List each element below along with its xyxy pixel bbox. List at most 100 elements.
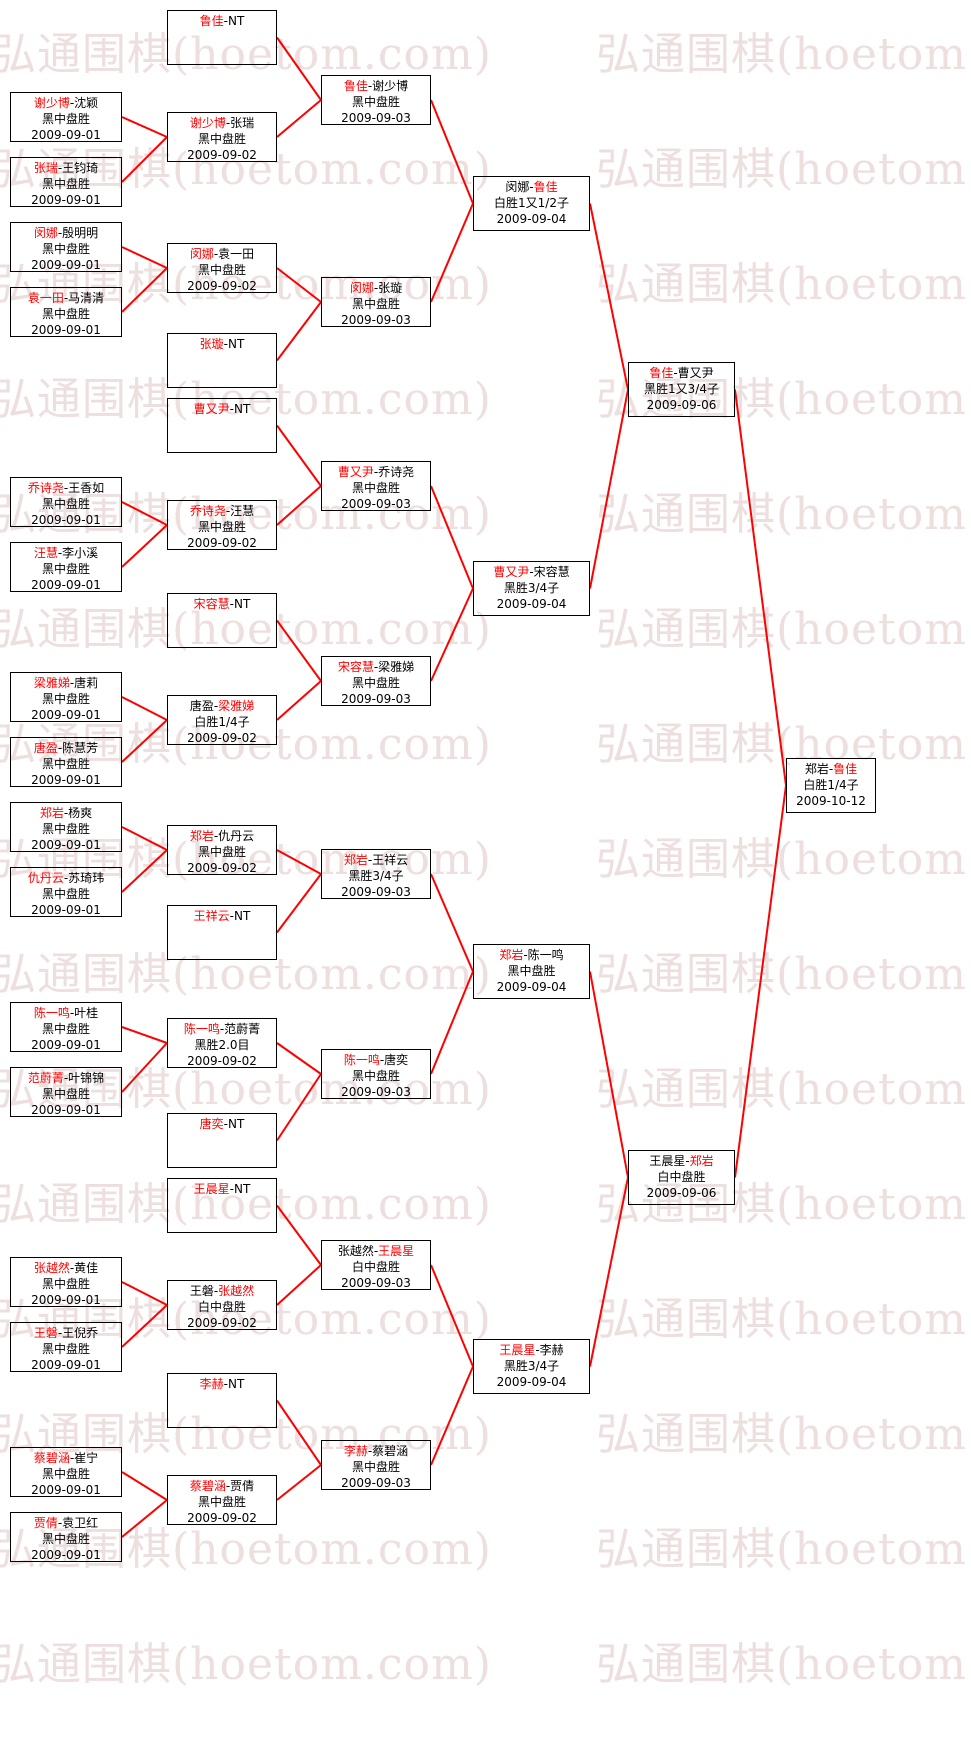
player2-name[interactable]: 陈慧芳 xyxy=(62,741,99,755)
bye-box[interactable]: 张璇-NT xyxy=(167,333,277,388)
player2-name[interactable]: 张越然 xyxy=(218,1284,255,1298)
bye-box[interactable]: 王晨星-NT xyxy=(167,1178,277,1233)
player1-name[interactable]: 李赫 xyxy=(199,1377,224,1391)
player1-name[interactable]: 王晨星 xyxy=(193,1182,230,1196)
player1-name[interactable]: 蔡碧涵 xyxy=(189,1479,226,1493)
player1-name[interactable]: 张璇 xyxy=(199,337,224,351)
player2-name[interactable]: 乔诗尧 xyxy=(378,465,415,479)
bye-box[interactable]: 鲁佳-NT xyxy=(167,10,277,65)
player2-name[interactable]: 袁卫红 xyxy=(62,1516,99,1530)
player2-name[interactable]: 仇丹云 xyxy=(218,829,255,843)
player1-name[interactable]: 王磐 xyxy=(33,1326,58,1340)
player1-name[interactable]: 唐盈 xyxy=(189,699,214,713)
player1-name[interactable]: 郑岩 xyxy=(189,829,214,843)
player2-name[interactable]: 唐奕 xyxy=(384,1053,409,1067)
player1-name[interactable]: 郑岩 xyxy=(499,948,524,962)
player2-name[interactable]: 宋容慧 xyxy=(533,565,570,579)
player2-name[interactable]: 沈颖 xyxy=(74,96,99,110)
player1-name[interactable]: 梁雅娣 xyxy=(33,676,70,690)
player2-name[interactable]: 张瑞 xyxy=(230,116,255,130)
player2-name[interactable]: 陈一鸣 xyxy=(527,948,564,962)
player2-name[interactable]: 梁雅娣 xyxy=(378,660,415,674)
player2-name[interactable]: 王祥云 xyxy=(372,853,409,867)
player2-name[interactable]: 袁一田 xyxy=(218,247,255,261)
player2-name[interactable]: 崔宁 xyxy=(74,1451,99,1465)
player1-name[interactable]: 鲁佳 xyxy=(199,14,224,28)
player1-name[interactable]: 唐奕 xyxy=(199,1117,224,1131)
player1-name[interactable]: 闵娜 xyxy=(349,281,374,295)
player1-name[interactable]: 王晨星 xyxy=(499,1343,536,1357)
player2-name[interactable]: 叶桂 xyxy=(74,1006,99,1020)
player1-name[interactable]: 张越然 xyxy=(337,1244,374,1258)
player1-name[interactable]: 宋容慧 xyxy=(337,660,374,674)
player1-name[interactable]: 陈一鸣 xyxy=(343,1053,380,1067)
player1-name[interactable]: 鲁佳 xyxy=(343,79,368,93)
player1-name[interactable]: 陈一鸣 xyxy=(183,1022,220,1036)
player2-name[interactable]: 唐莉 xyxy=(74,676,99,690)
player1-name[interactable]: 鲁佳 xyxy=(649,366,674,380)
player2-name[interactable]: 张璇 xyxy=(378,281,403,295)
player2-name[interactable]: 范蔚菁 xyxy=(224,1022,261,1036)
player2-name[interactable]: 殷明明 xyxy=(62,226,99,240)
bye-box[interactable]: 宋容慧-NT xyxy=(167,593,277,648)
player1-name[interactable]: 郑岩 xyxy=(343,853,368,867)
player1-name[interactable]: 王磐 xyxy=(189,1284,214,1298)
player2-name[interactable]: 曹又尹 xyxy=(677,366,714,380)
player2-name[interactable]: 王香如 xyxy=(68,481,105,495)
player1-name[interactable]: 王晨星 xyxy=(649,1154,686,1168)
player2-name[interactable]: 黄佳 xyxy=(74,1261,99,1275)
player2-name[interactable]: 贾倩 xyxy=(230,1479,255,1493)
player2-name[interactable]: 梁雅娣 xyxy=(218,699,255,713)
player1-name[interactable]: 郑岩 xyxy=(804,762,829,776)
player2-name[interactable]: 李小溪 xyxy=(62,546,99,560)
player1-name[interactable]: 曹又尹 xyxy=(193,402,230,416)
player2-name[interactable]: 马清清 xyxy=(68,291,105,305)
player1-name[interactable]: 谢少博 xyxy=(33,96,70,110)
player1-name[interactable]: 闵娜 xyxy=(189,247,214,261)
player1-name[interactable]: 曹又尹 xyxy=(493,565,530,579)
player1-name[interactable]: 张瑞 xyxy=(33,161,58,175)
player1-name[interactable]: 曹又尹 xyxy=(337,465,374,479)
player1-name[interactable]: 范蔚菁 xyxy=(27,1071,64,1085)
player2-name[interactable]: 蔡碧涵 xyxy=(372,1444,409,1458)
player1-name[interactable]: 陈一鸣 xyxy=(33,1006,70,1020)
player1-name[interactable]: 张越然 xyxy=(33,1261,70,1275)
player1-name[interactable]: 郑岩 xyxy=(39,806,64,820)
bye-box[interactable]: 王祥云-NT xyxy=(167,905,277,960)
player1-name[interactable]: 汪慧 xyxy=(33,546,58,560)
bye-box[interactable]: 李赫-NT xyxy=(167,1373,277,1428)
player1-name[interactable]: 闵娜 xyxy=(33,226,58,240)
player2-name[interactable]: 李赫 xyxy=(539,1343,564,1357)
player1-name[interactable]: 闵娜 xyxy=(505,180,530,194)
player1-name[interactable]: 仇丹云 xyxy=(27,871,64,885)
player1-name[interactable]: 李赫 xyxy=(343,1444,368,1458)
player1-name[interactable]: 唐盈 xyxy=(33,741,58,755)
